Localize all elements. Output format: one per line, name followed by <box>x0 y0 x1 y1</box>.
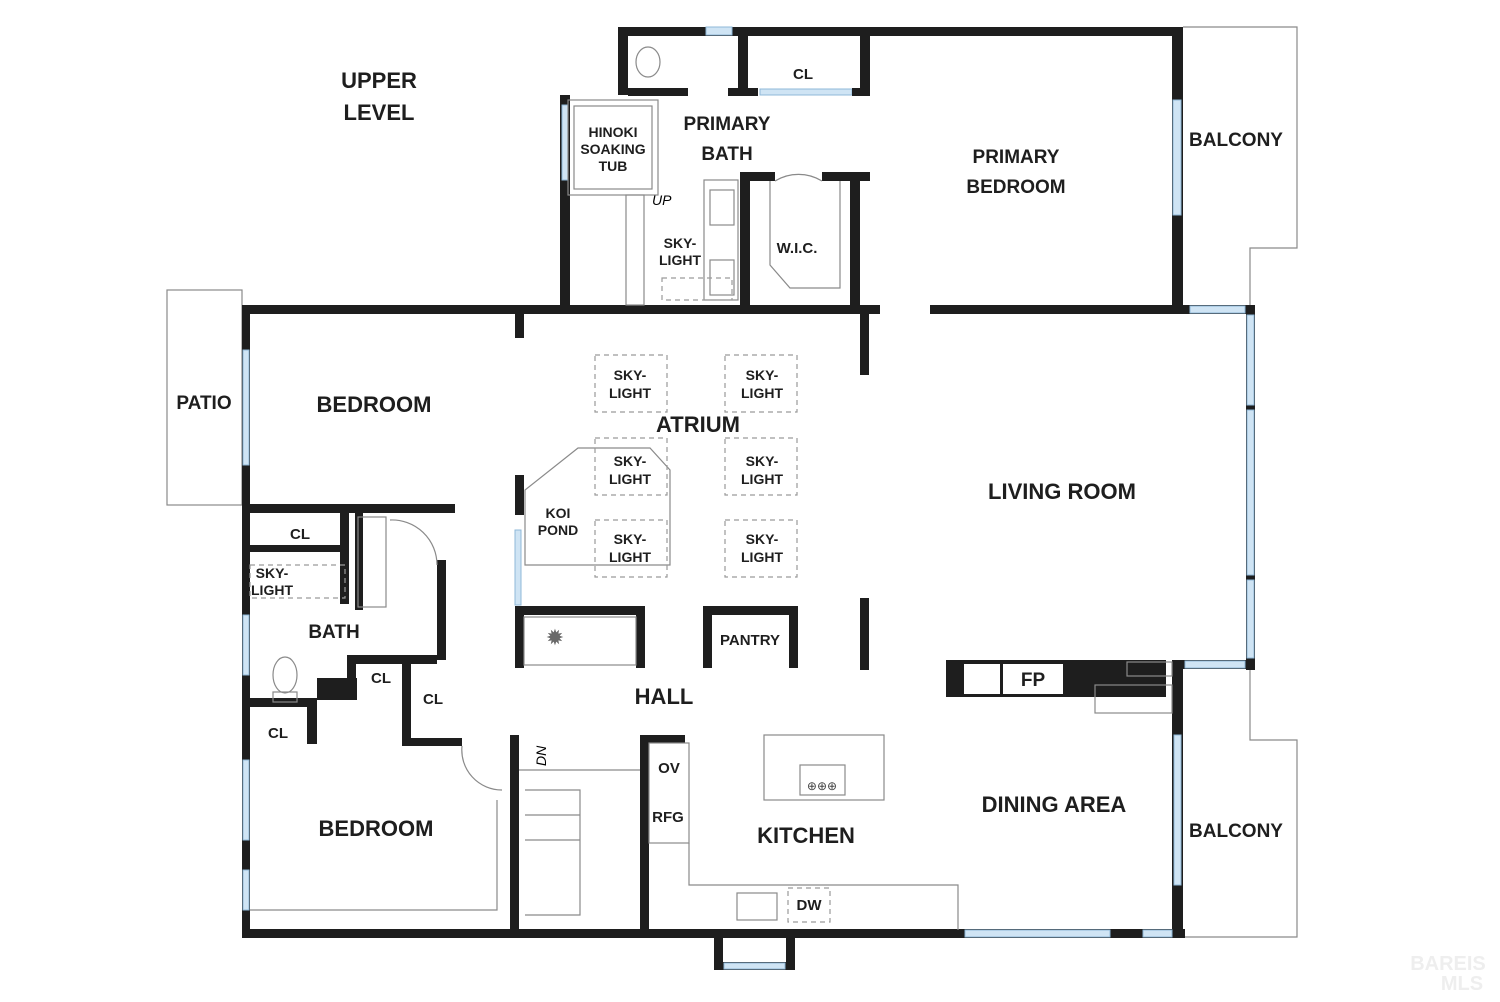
dishwasher-label: DW <box>797 897 823 914</box>
skylight-label: LIGHT <box>609 385 651 401</box>
balcony-upper-outline <box>1183 26 1298 305</box>
dining-area-label: DINING AREA <box>982 792 1127 817</box>
refrigerator-label: RFG <box>652 809 684 826</box>
living-room-label: LIVING ROOM <box>988 479 1136 504</box>
skylight-label: SKY- <box>746 531 779 547</box>
primary-bath-label-2: BATH <box>701 144 752 165</box>
fireplace-hearth <box>964 664 1000 694</box>
patio-label: PATIO <box>176 393 231 414</box>
stairs-up-label: UP <box>652 192 672 208</box>
hall-label: HALL <box>635 684 694 709</box>
skylight-label-2: LIGHT <box>659 252 701 268</box>
koi-pond-label-2: POND <box>538 522 578 538</box>
watermark-logo-2: MLS <box>1441 973 1483 995</box>
skylight-label: LIGHT <box>251 582 293 598</box>
hinoki-tub-label: HINOKI <box>589 124 638 140</box>
fixtures: ✹ ⊕⊕⊕ <box>250 46 959 930</box>
koi-pond-label: KOI <box>546 505 571 521</box>
plant-icon: ✹ <box>546 625 564 650</box>
pantry-label: PANTRY <box>720 632 780 649</box>
windows <box>242 26 1255 970</box>
closet-label: CL <box>268 725 288 742</box>
fireplace-label: FP <box>1021 670 1046 691</box>
level-title-line1: UPPER <box>341 68 417 93</box>
bedroom-lower-label: BEDROOM <box>319 816 434 841</box>
balcony-lower-label: BALCONY <box>1189 821 1283 842</box>
level-title-line2: LEVEL <box>344 100 415 125</box>
closet-label: CL <box>371 670 391 687</box>
fireplace-box <box>1003 664 1063 694</box>
bath-label: BATH <box>308 622 359 643</box>
primary-bedroom-label: PRIMARY <box>973 147 1060 168</box>
skylight-label: SKY- <box>256 565 289 581</box>
kitchen-label: KITCHEN <box>757 823 855 848</box>
atrium-label: ATRIUM <box>656 412 740 437</box>
skylight-label: LIGHT <box>741 549 783 565</box>
closet-label: CL <box>290 526 310 543</box>
balcony-upper-label: BALCONY <box>1189 130 1283 151</box>
skylight-label: SKY- <box>614 531 647 547</box>
oven-label: OV <box>658 760 680 777</box>
skylight-outlines <box>249 277 798 599</box>
hinoki-tub-label-2: SOAKING <box>580 141 645 157</box>
wic-label: W.I.C. <box>777 240 818 257</box>
skylight-label: SKY- <box>614 367 647 383</box>
skylight-label: SKY- <box>664 235 697 251</box>
balcony-lower-outline <box>1183 668 1298 938</box>
closet-label: CL <box>423 691 443 708</box>
cooktop-icon: ⊕⊕⊕ <box>807 779 837 793</box>
primary-bath-label: PRIMARY <box>684 114 771 135</box>
skylight-label: SKY- <box>746 453 779 469</box>
skylight-label: LIGHT <box>741 471 783 487</box>
skylight-label: LIGHT <box>609 549 651 565</box>
skylight-label: LIGHT <box>741 385 783 401</box>
watermark-logo: BAREIS <box>1410 953 1486 975</box>
stairs-down-label: DN <box>533 745 549 766</box>
primary-bedroom-label-2: BEDROOM <box>966 177 1065 198</box>
hinoki-tub-label-3: TUB <box>599 158 628 174</box>
skylight-label: LIGHT <box>609 471 651 487</box>
primary-closet-label: CL <box>793 66 813 83</box>
skylight-label: SKY- <box>614 453 647 469</box>
bedroom-upper-label: BEDROOM <box>317 392 432 417</box>
skylight-label: SKY- <box>746 367 779 383</box>
